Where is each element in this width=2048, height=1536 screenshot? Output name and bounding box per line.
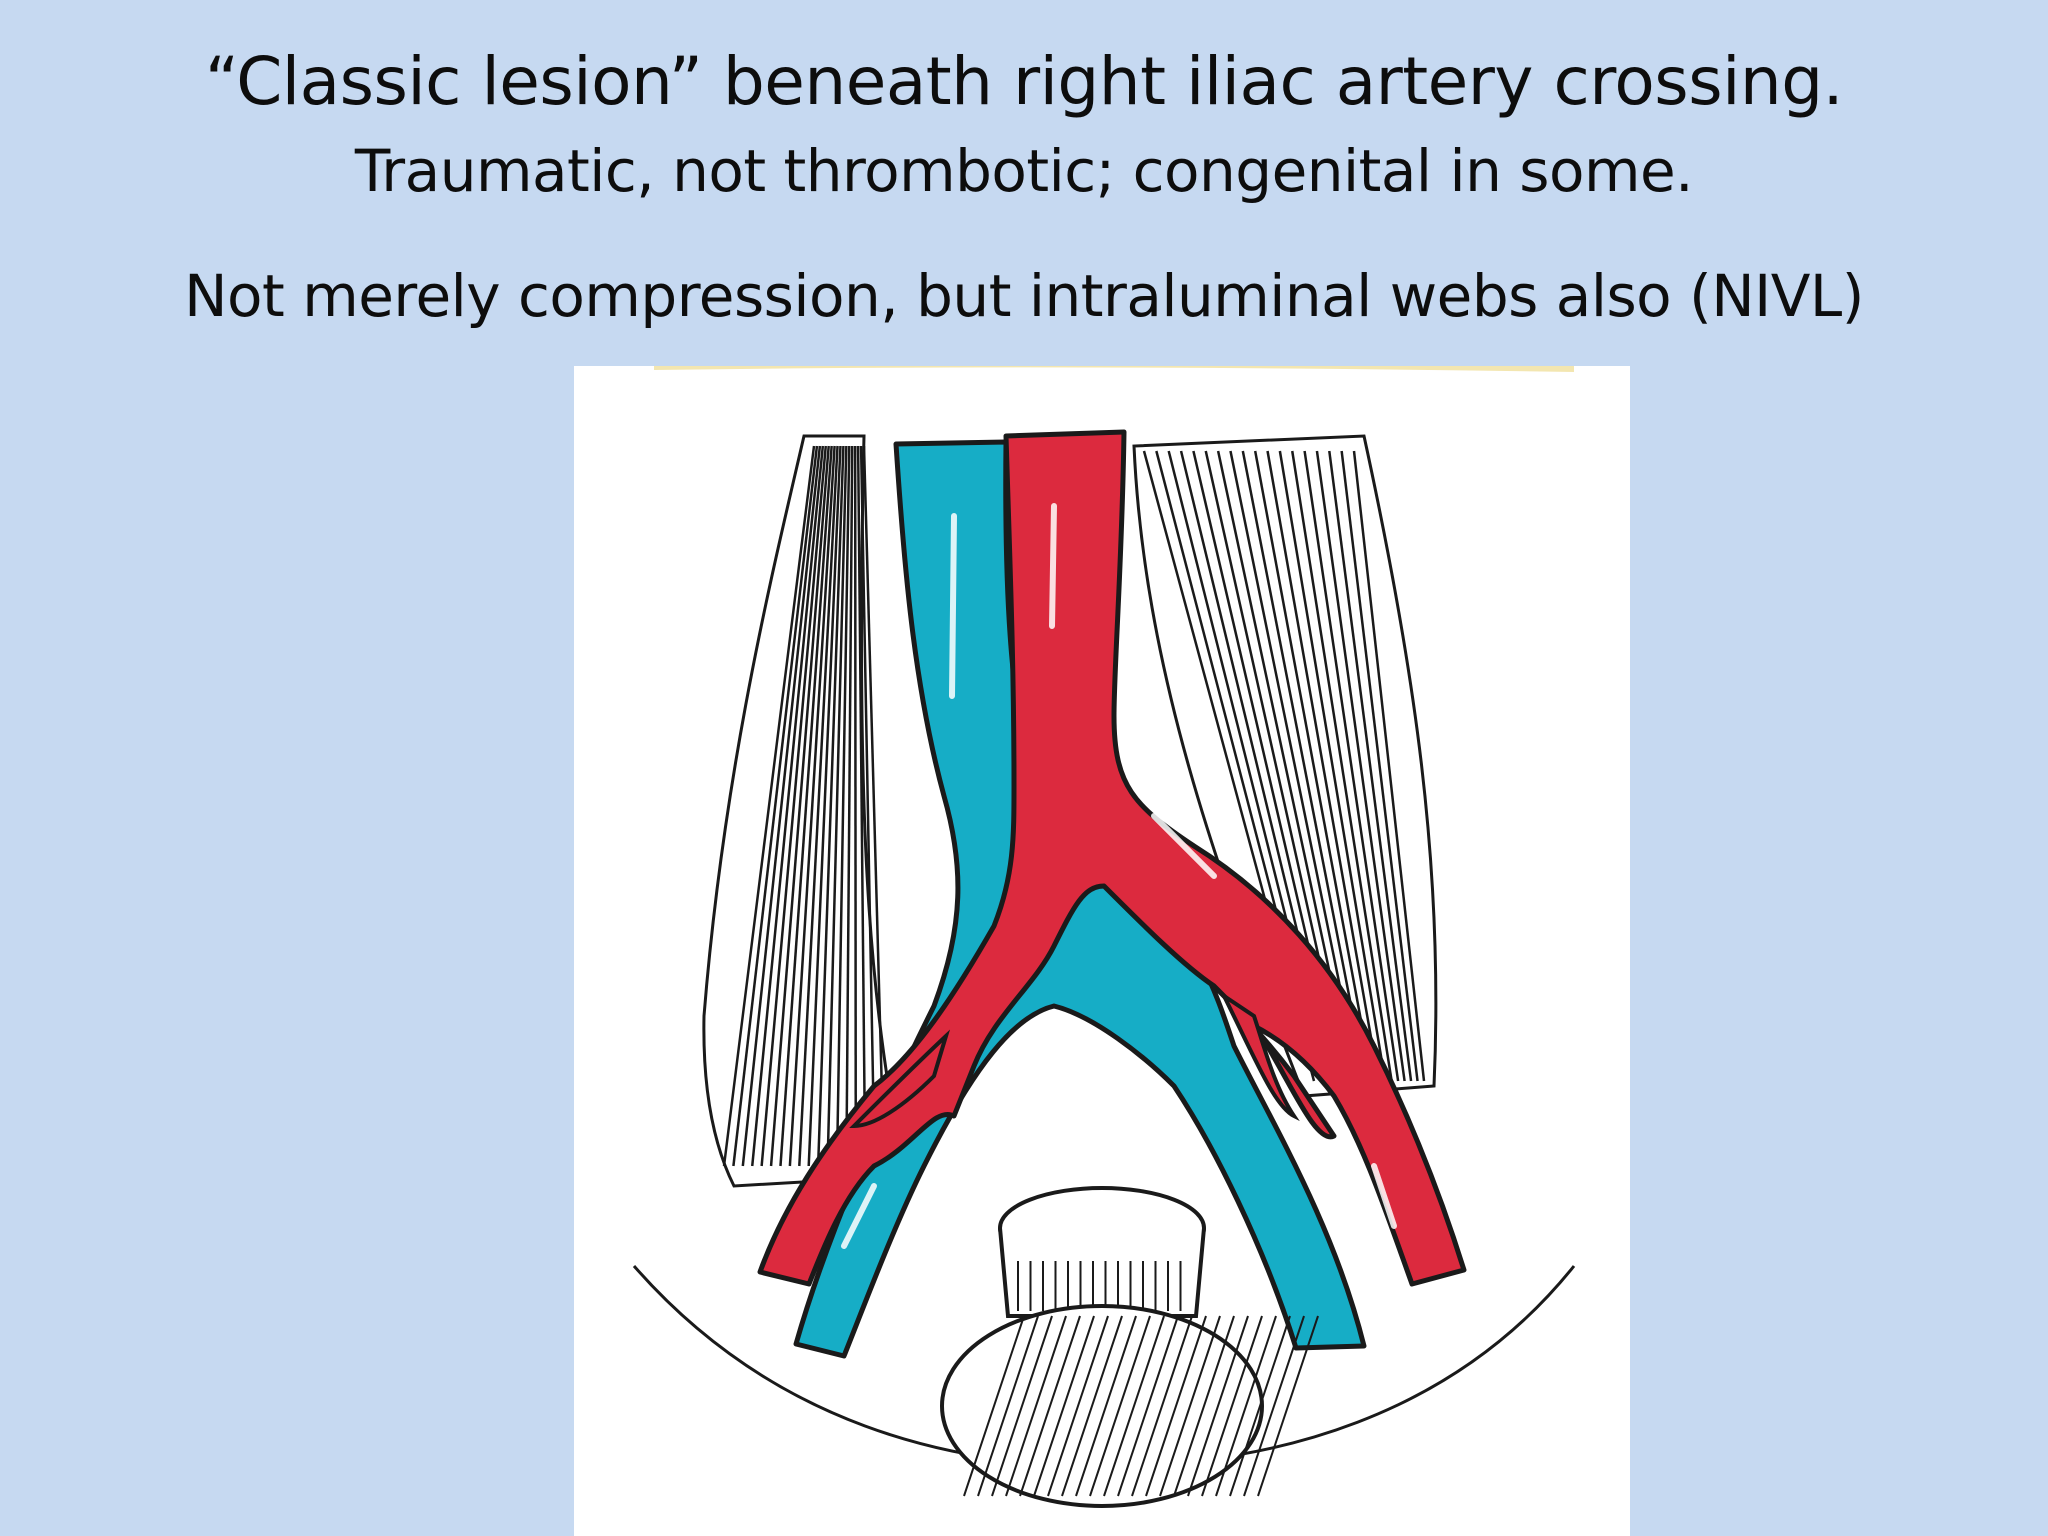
right-psoas-muscle	[1132, 434, 1438, 1098]
slide-title: “Classic lesion” beneath right iliac art…	[204, 43, 1844, 120]
iliac-vessels-drawing	[632, 366, 1576, 1508]
vertebral-body	[940, 1186, 1319, 1508]
paper-edge	[654, 366, 1574, 372]
iliac-arteries	[757, 429, 1467, 1287]
vessel-highlights	[841, 503, 1397, 1249]
left-psoas-muscle	[702, 434, 906, 1188]
iliac-vessels-illustration	[574, 366, 1630, 1536]
slide-subtitle: Traumatic, not thrombotic; congenital in…	[354, 137, 1694, 205]
slide-note: Not merely compression, but intraluminal…	[184, 262, 1864, 330]
